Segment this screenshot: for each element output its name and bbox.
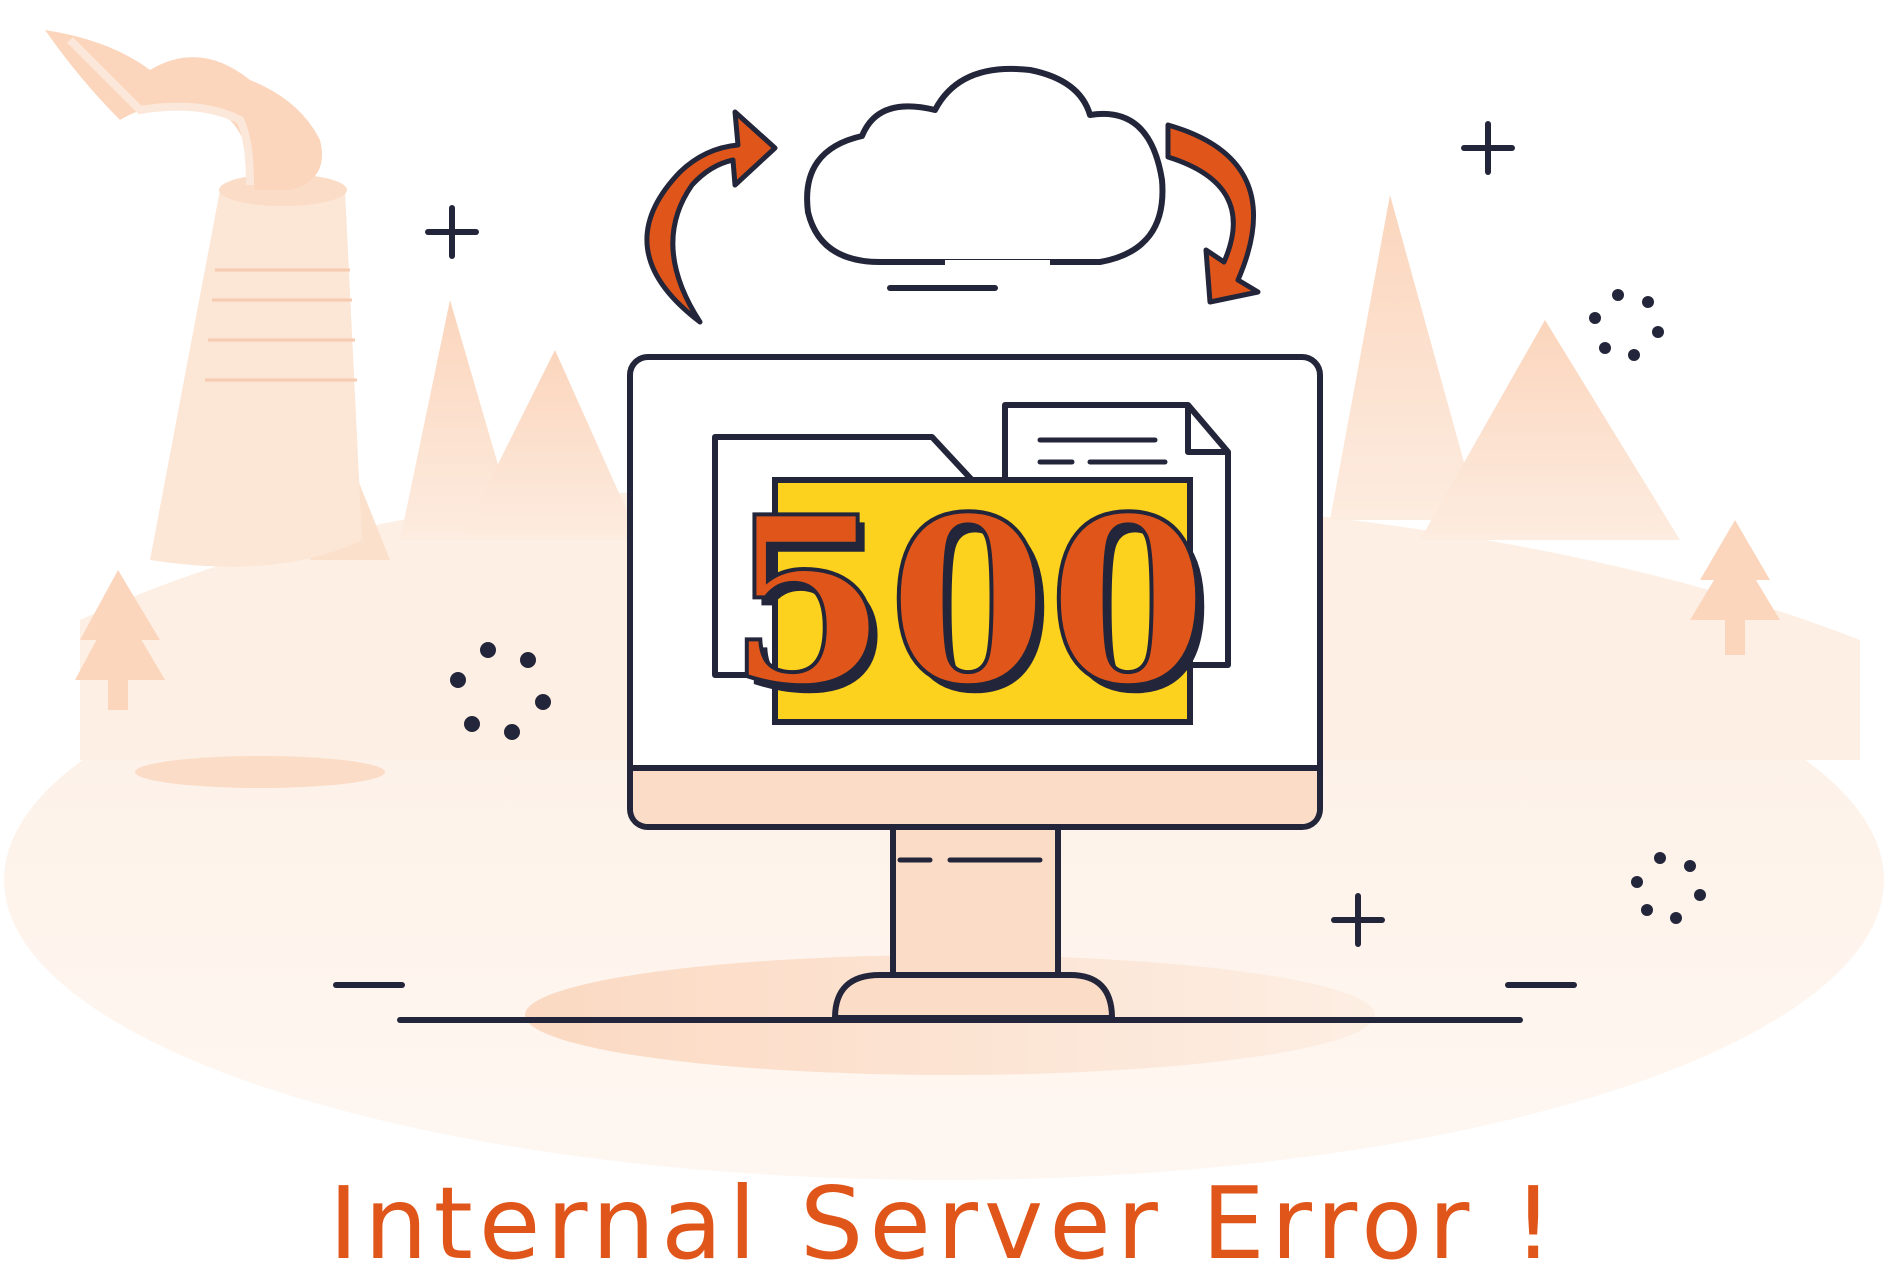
tree-icon: [75, 570, 165, 710]
error-message: Internal Server Error !: [329, 1165, 1560, 1278]
puddle: [135, 756, 385, 788]
svg-text:500: 500: [728, 467, 1208, 737]
tree-icon: [1690, 520, 1780, 655]
sparkle-icon: [450, 289, 1706, 924]
factory-icon: [45, 30, 362, 567]
folder-icon: [712, 434, 1193, 725]
sync-arrows-icon: [644, 109, 1261, 325]
mountains-right: [1330, 195, 1680, 540]
svg-text:500: 500: [735, 475, 1215, 745]
cloud-icon: [804, 65, 1166, 291]
sparkle-icon: [425, 121, 1515, 947]
error-code: 500 500: [726, 465, 1215, 745]
